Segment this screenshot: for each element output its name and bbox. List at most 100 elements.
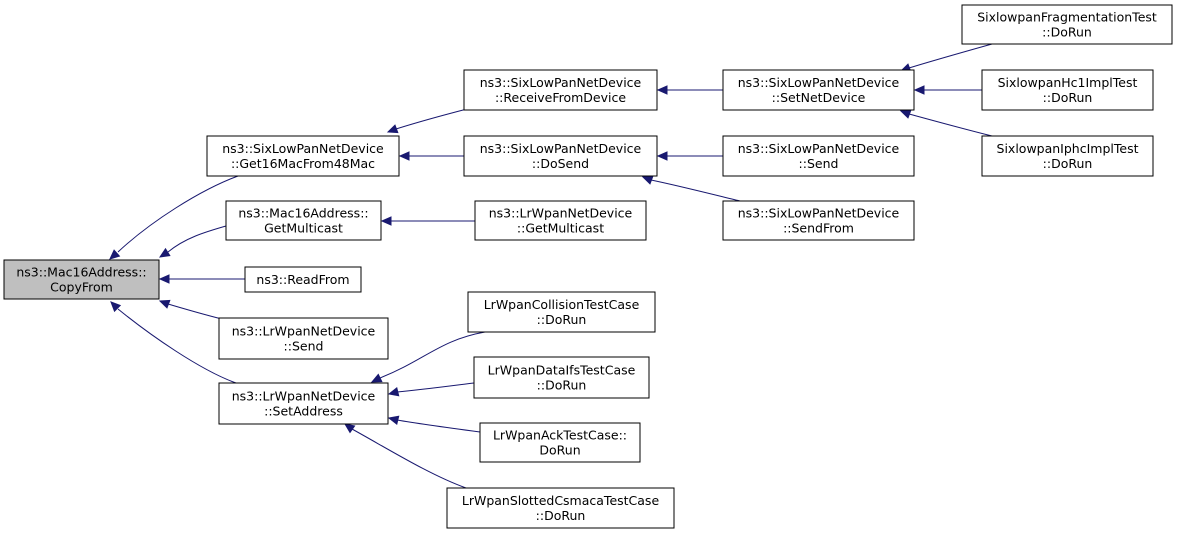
edge-line xyxy=(395,108,468,130)
graph-node-n0[interactable]: ns3::Mac16Address::CopyFrom xyxy=(3,259,160,300)
node-label-line2: ::DoRun xyxy=(1042,25,1092,40)
node-label-line2: CopyFrom xyxy=(50,280,113,295)
graph-node-n1[interactable]: ns3::SixLowPanNetDevice::Get16MacFrom48M… xyxy=(206,135,400,177)
node-label-line1: ns3::LrWpanNetDevice xyxy=(489,206,633,221)
arrowhead-icon xyxy=(656,151,668,161)
edge-n14-n7 xyxy=(656,151,723,161)
edge-line xyxy=(908,113,993,137)
node-box xyxy=(218,317,389,360)
node-box xyxy=(722,69,915,111)
node-label-line1: LrWpanAckTestCase:: xyxy=(493,428,627,443)
node-label-line1: ns3::SixLowPanNetDevice xyxy=(222,141,384,156)
graph-node-n6[interactable]: ns3::SixLowPanNetDevice::ReceiveFromDevi… xyxy=(463,69,658,111)
node-label-line2: ::GetMulticast xyxy=(517,221,604,236)
node-label-line1: ns3::SixLowPanNetDevice xyxy=(738,206,900,221)
edge-n1-n0 xyxy=(109,175,239,260)
edge-n12-n5 xyxy=(343,423,467,489)
node-box xyxy=(446,487,675,529)
arrowhead-icon xyxy=(158,247,171,258)
arrowhead-icon xyxy=(380,216,392,226)
edge-n2-n0 xyxy=(158,225,227,258)
edge-line xyxy=(167,303,227,321)
graph-node-n13[interactable]: ns3::SixLowPanNetDevice::SetNetDevice xyxy=(722,69,915,111)
node-label-line2: ::ReceiveFromDevice xyxy=(495,90,626,105)
graph-node-n7[interactable]: ns3::SixLowPanNetDevice::DoSend xyxy=(463,135,658,177)
edge-line xyxy=(396,419,481,433)
graph-node-n8[interactable]: ns3::LrWpanNetDevice::GetMulticast xyxy=(474,200,647,241)
nodes-layer: ns3::Mac16Address::CopyFrom ns3::SixLowPa… xyxy=(3,4,1173,529)
graph-node-n12[interactable]: LrWpanSlottedCsmacaTestCase::DoRun xyxy=(446,487,675,529)
arrowhead-icon xyxy=(641,175,654,185)
graph-node-n18[interactable]: SixlowpanIphcImplTest::DoRun xyxy=(981,135,1154,177)
graph-node-n9[interactable]: LrWpanCollisionTestCase::DoRun xyxy=(467,291,656,333)
graph-node-n5[interactable]: ns3::LrWpanNetDevice::SetAddress xyxy=(218,382,389,425)
node-label-line1: LrWpanSlottedCsmacaTestCase xyxy=(462,493,660,508)
node-box xyxy=(474,200,647,241)
node-box xyxy=(479,422,641,463)
node-box xyxy=(722,135,915,177)
edge-n17-n13 xyxy=(913,85,982,95)
graph-node-n16[interactable]: SixlowpanFragmentationTest::DoRun xyxy=(961,4,1173,45)
node-box xyxy=(244,266,362,293)
edges-layer xyxy=(109,43,993,489)
graph-node-n17[interactable]: SixlowpanHc1ImplTest::DoRun xyxy=(981,69,1154,111)
node-label-line2: ::DoRun xyxy=(1043,156,1093,171)
edge-n9-n5 xyxy=(370,331,486,383)
node-label-line1: ns3::SixLowPanNetDevice xyxy=(480,141,642,156)
arrowhead-icon xyxy=(398,151,410,161)
graph-node-n4[interactable]: ns3::LrWpanNetDevice::Send xyxy=(218,317,389,360)
node-label-line2: GetMulticast xyxy=(264,221,343,236)
node-label-line2: ::DoRun xyxy=(537,378,587,393)
arrowhead-icon xyxy=(913,85,925,95)
node-box xyxy=(722,200,915,241)
node-box xyxy=(463,135,658,177)
node-label-line2: DoRun xyxy=(539,443,580,458)
edge-n8-n2 xyxy=(380,216,475,226)
node-box xyxy=(206,135,400,177)
node-label-line1: SixlowpanHc1ImplTest xyxy=(998,75,1138,90)
node-label-line2: ::DoRun xyxy=(1043,90,1093,105)
graph-node-n2[interactable]: ns3::Mac16Address::GetMulticast xyxy=(225,200,382,241)
edge-n11-n5 xyxy=(387,415,481,433)
node-label-line2: ::DoSend xyxy=(532,156,589,171)
node-box xyxy=(218,382,389,425)
node-label-line1: ns3::Mac16Address:: xyxy=(238,206,368,221)
node-box xyxy=(3,259,160,300)
graph-node-n15[interactable]: ns3::SixLowPanNetDevice::SendFrom xyxy=(722,200,915,241)
edge-line xyxy=(379,331,486,379)
node-label-line1: ns3::SixLowPanNetDevice xyxy=(738,141,900,156)
node-label-line2: ::Send xyxy=(284,339,324,354)
edge-line xyxy=(351,428,467,489)
arrowhead-icon xyxy=(109,249,121,260)
node-label-line2: ::DoRun xyxy=(536,508,586,523)
arrowhead-icon xyxy=(899,109,912,119)
edge-n3-n0 xyxy=(158,274,245,284)
node-label-line2: ::Send xyxy=(799,156,839,171)
node-label-line1: ns3::Mac16Address:: xyxy=(16,265,146,280)
edge-n15-n7 xyxy=(641,175,741,202)
arrowhead-icon xyxy=(387,415,400,425)
edge-n10-n5 xyxy=(387,382,475,397)
node-label-line1: ns3::LrWpanNetDevice xyxy=(232,324,376,339)
node-box xyxy=(981,135,1154,177)
graph-node-n11[interactable]: LrWpanAckTestCase::DoRun xyxy=(479,422,641,463)
node-box xyxy=(981,69,1154,111)
node-label-line1: ns3::LrWpanNetDevice xyxy=(232,389,376,404)
edge-n4-n0 xyxy=(158,299,227,321)
graph-node-n3[interactable]: ns3::ReadFrom xyxy=(244,266,362,293)
edge-n6-n1 xyxy=(386,108,468,134)
arrowhead-icon xyxy=(656,85,668,95)
edge-line xyxy=(908,43,993,69)
edge-line xyxy=(396,382,475,393)
node-box xyxy=(463,69,658,111)
edge-line xyxy=(167,225,227,253)
arrowhead-icon xyxy=(158,299,171,309)
node-label-line1: SixlowpanFragmentationTest xyxy=(977,10,1157,25)
node-box xyxy=(225,200,382,241)
edge-line xyxy=(117,175,239,253)
graph-node-n10[interactable]: LrWpanDataIfsTestCase::DoRun xyxy=(473,356,650,399)
graph-node-n14[interactable]: ns3::SixLowPanNetDevice::Send xyxy=(722,135,915,177)
edge-n5-n0 xyxy=(110,301,237,384)
node-label-line2: ::DoRun xyxy=(537,312,587,327)
